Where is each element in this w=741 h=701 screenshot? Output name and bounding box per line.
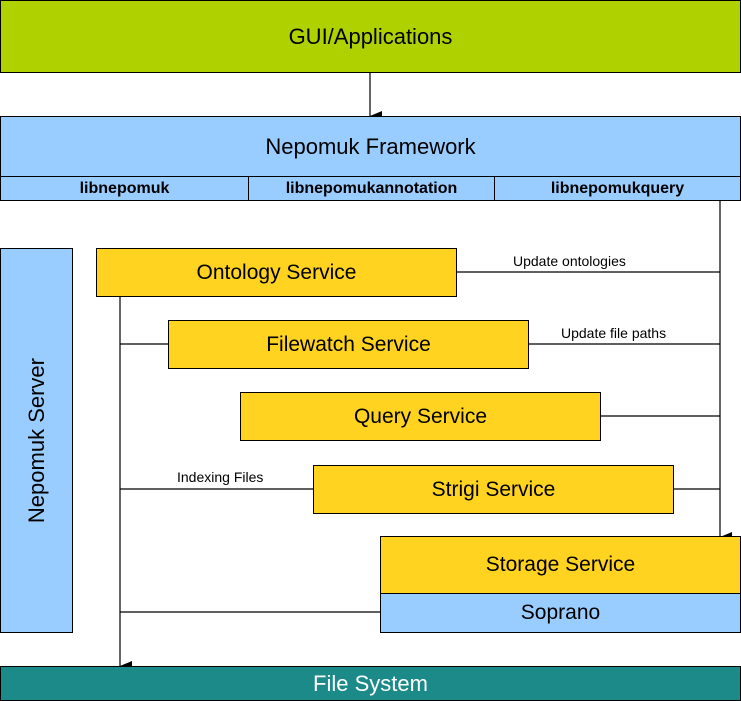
edge-label-update-file-paths: Update file paths	[561, 325, 667, 341]
lib-libnepomukquery: libnepomukquery	[494, 176, 741, 201]
storage-service-label: Storage Service	[485, 553, 636, 576]
nepomuk-server-box: Nepomuk Server	[0, 248, 73, 633]
soprano-box: Soprano	[380, 593, 741, 633]
nepomuk-framework-label: Nepomuk Framework	[265, 133, 476, 159]
nepomuk-framework-box: Nepomuk Framework	[0, 116, 741, 177]
lib-label: libnepomuk	[79, 179, 170, 197]
filewatch-service-label: Filewatch Service	[266, 332, 431, 356]
nepomuk-server-label: Nepomuk Server	[23, 357, 49, 524]
gui-applications-box: GUI/Applications	[0, 0, 741, 73]
strigi-service-box: Strigi Service	[313, 465, 674, 514]
lib-label: libnepomukannotation	[285, 179, 458, 197]
ontology-service-label: Ontology Service	[196, 260, 357, 284]
edge-label-update-ontologies: Update ontologies	[513, 253, 626, 269]
query-service-label: Query Service	[353, 404, 488, 428]
ontology-service-box: Ontology Service	[96, 248, 457, 297]
gui-applications-label: GUI/Applications	[288, 23, 453, 49]
lib-label: libnepomukquery	[550, 179, 685, 197]
file-system-box: File System	[0, 666, 741, 701]
soprano-label: Soprano	[520, 601, 601, 624]
edge-label-indexing-files: Indexing Files	[177, 469, 264, 485]
filewatch-service-box: Filewatch Service	[168, 320, 529, 369]
storage-service-box: Storage Service	[380, 536, 741, 594]
lib-libnepomukannotation: libnepomukannotation	[248, 176, 495, 201]
file-system-label: File System	[313, 670, 428, 696]
query-service-box: Query Service	[240, 392, 601, 441]
lib-libnepomuk: libnepomuk	[0, 176, 249, 201]
strigi-service-label: Strigi Service	[431, 477, 556, 501]
